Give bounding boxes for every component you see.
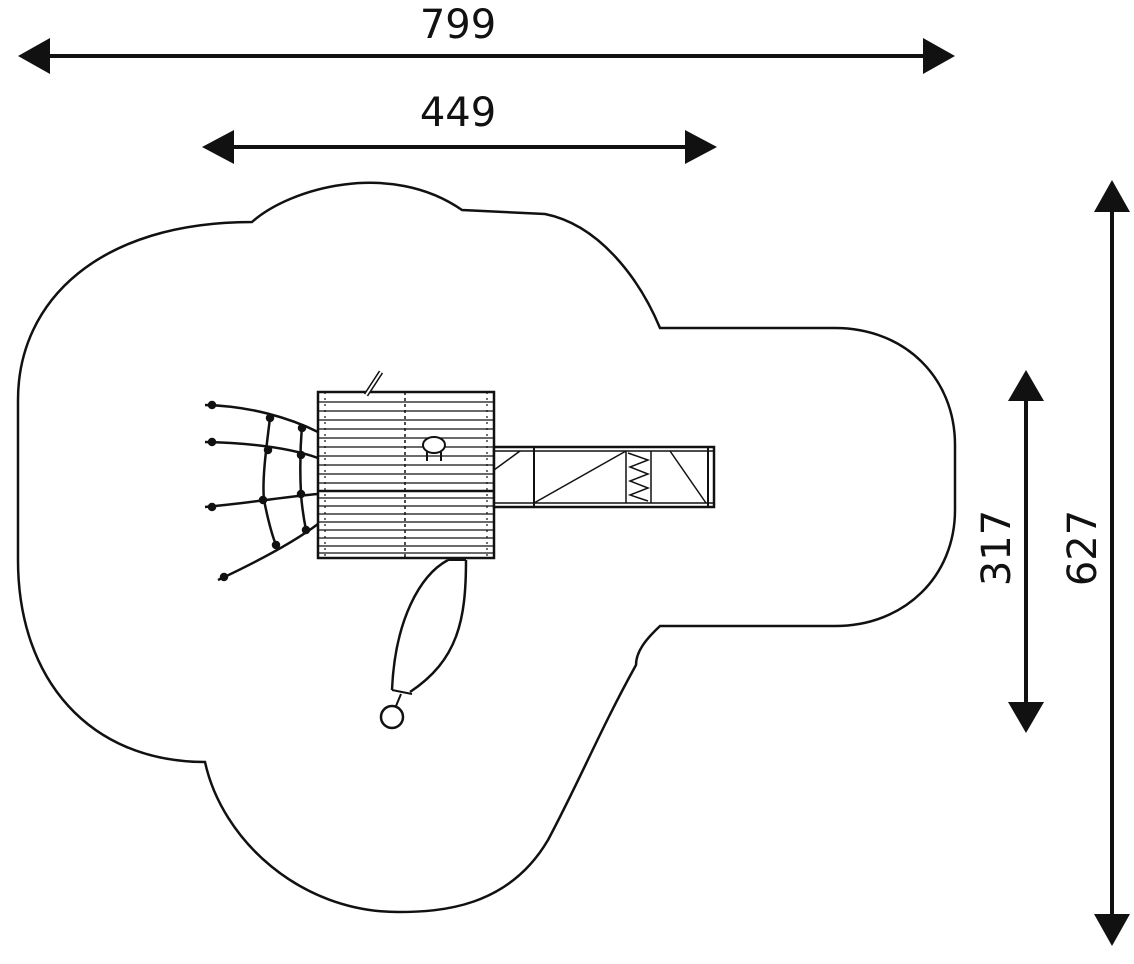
arrowhead-left-icon bbox=[18, 38, 50, 74]
dimension-structure-width: 449 bbox=[202, 90, 717, 164]
deck-planks bbox=[318, 401, 494, 554]
steering-wheel-icon bbox=[422, 436, 446, 454]
dimension-label-overall-width: 799 bbox=[420, 2, 496, 48]
dimension-overall-depth: 627 bbox=[1060, 180, 1130, 946]
bridge-frame bbox=[492, 445, 716, 509]
slide-end-icon bbox=[379, 704, 405, 730]
dimension-structure-depth: 317 bbox=[974, 370, 1044, 733]
arrowhead-right-icon bbox=[685, 130, 717, 164]
arrowhead-left-icon bbox=[202, 130, 234, 164]
arrowhead-down-icon bbox=[1094, 914, 1130, 946]
arrowhead-right-icon bbox=[923, 38, 955, 74]
slide bbox=[379, 558, 468, 730]
roof-pole-inner bbox=[365, 371, 382, 396]
arrowhead-up-icon bbox=[1008, 370, 1044, 401]
arrowhead-down-icon bbox=[1008, 702, 1044, 733]
arrowhead-up-icon bbox=[1094, 180, 1130, 212]
ladder-bridge bbox=[492, 445, 716, 509]
dimension-label-structure-depth: 317 bbox=[974, 510, 1020, 586]
dimension-overall-width: 799 bbox=[18, 2, 955, 74]
play-tower bbox=[316, 370, 496, 560]
dimension-label-structure-width: 449 bbox=[420, 90, 496, 136]
climbing-net bbox=[204, 400, 319, 582]
safety-zone-outline bbox=[16, 181, 957, 914]
tower-deck bbox=[316, 390, 496, 560]
dimension-label-overall-depth: 627 bbox=[1060, 510, 1106, 586]
